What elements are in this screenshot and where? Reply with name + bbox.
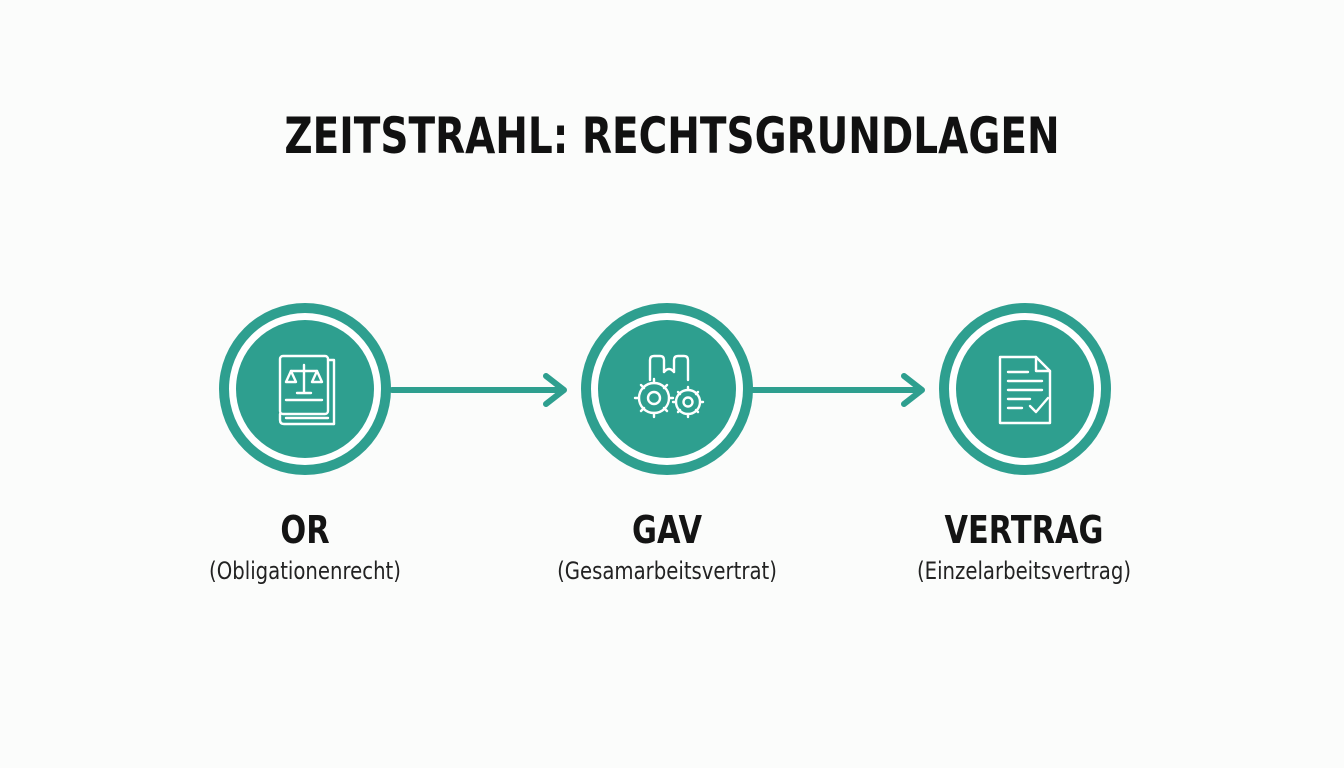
- page-title: ZEITSTRAHL: RECHTSGRUNDLAGEN: [284, 107, 1060, 165]
- step-full-name: (Einzelarbeitsvertrag): [916, 557, 1132, 585]
- step-abbr: GAV: [632, 508, 702, 552]
- timeline-node-gav: [581, 303, 753, 475]
- arrow-or-to-gav: [389, 373, 567, 407]
- step-label-gav: GAV (Gesamarbeitsvertrat): [487, 508, 847, 586]
- timeline-node-vertrag: [939, 303, 1111, 475]
- factory-gears-icon: [633, 354, 705, 419]
- timeline-node-or: [219, 303, 391, 475]
- arrow-gav-to-vertrag: [749, 373, 925, 407]
- step-abbr: OR: [280, 508, 330, 552]
- law-book-scales-icon: [278, 354, 336, 426]
- step-label-vertrag: VERTRAG (Einzelarbeitsvertrag): [844, 508, 1204, 586]
- step-label-or: OR (Obligationenrecht): [125, 508, 485, 586]
- step-full-name: (Obligationenrecht): [209, 557, 401, 585]
- step-abbr: VERTRAG: [944, 508, 1104, 552]
- step-full-name: (Gesamarbeitsvertrat): [557, 557, 777, 585]
- contract-document-check-icon: [998, 355, 1052, 425]
